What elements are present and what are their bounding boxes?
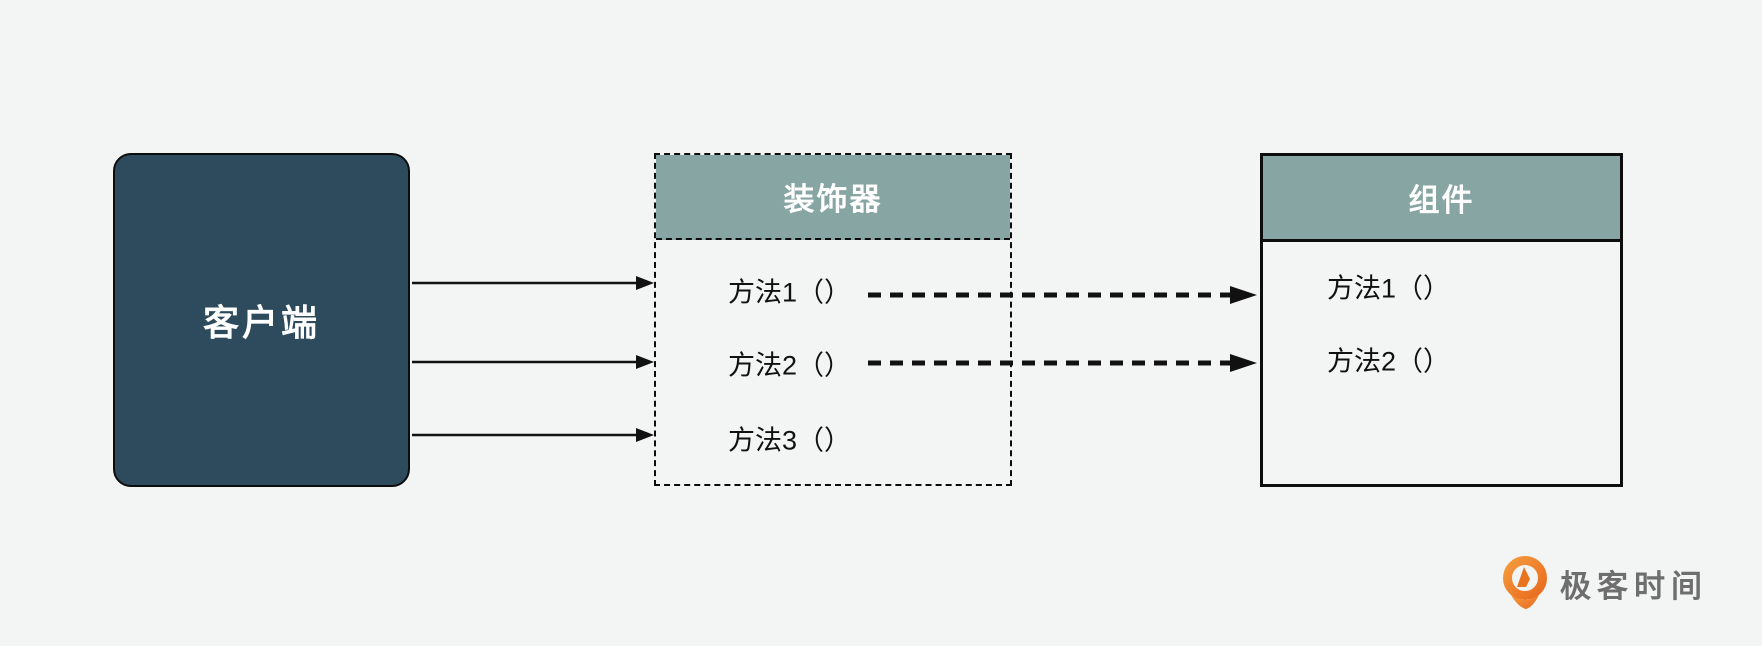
component-header: 组件 bbox=[1263, 156, 1620, 242]
decorator-title: 装饰器 bbox=[783, 182, 883, 217]
arrow-client-to-decorator-method1 bbox=[412, 276, 654, 290]
component-node: 组件 方法1（） 方法2（） bbox=[1260, 153, 1623, 487]
decorator-node: 装饰器 方法1（） 方法2（） 方法3（） bbox=[654, 153, 1012, 486]
decorator-method-3: 方法3（） bbox=[728, 425, 852, 456]
decorator-method-2: 方法2（） bbox=[728, 350, 852, 381]
component-title: 组件 bbox=[1408, 183, 1475, 218]
geektime-logo-text: 极客时间 bbox=[1560, 568, 1708, 604]
component-method-1: 方法1（） bbox=[1327, 273, 1451, 304]
geektime-logo-icon bbox=[1503, 556, 1547, 609]
decorator-header: 装饰器 bbox=[656, 155, 1010, 240]
arrow-client-to-decorator-method2 bbox=[412, 355, 654, 369]
client-node: 客户端 bbox=[113, 153, 410, 487]
geektime-logo: 极客时间 bbox=[1500, 555, 1708, 611]
decorator-method-1: 方法1（） bbox=[728, 277, 852, 308]
component-method-2: 方法2（） bbox=[1327, 346, 1451, 377]
client-label: 客户端 bbox=[202, 302, 320, 343]
arrow-client-to-decorator-method3 bbox=[412, 428, 654, 442]
